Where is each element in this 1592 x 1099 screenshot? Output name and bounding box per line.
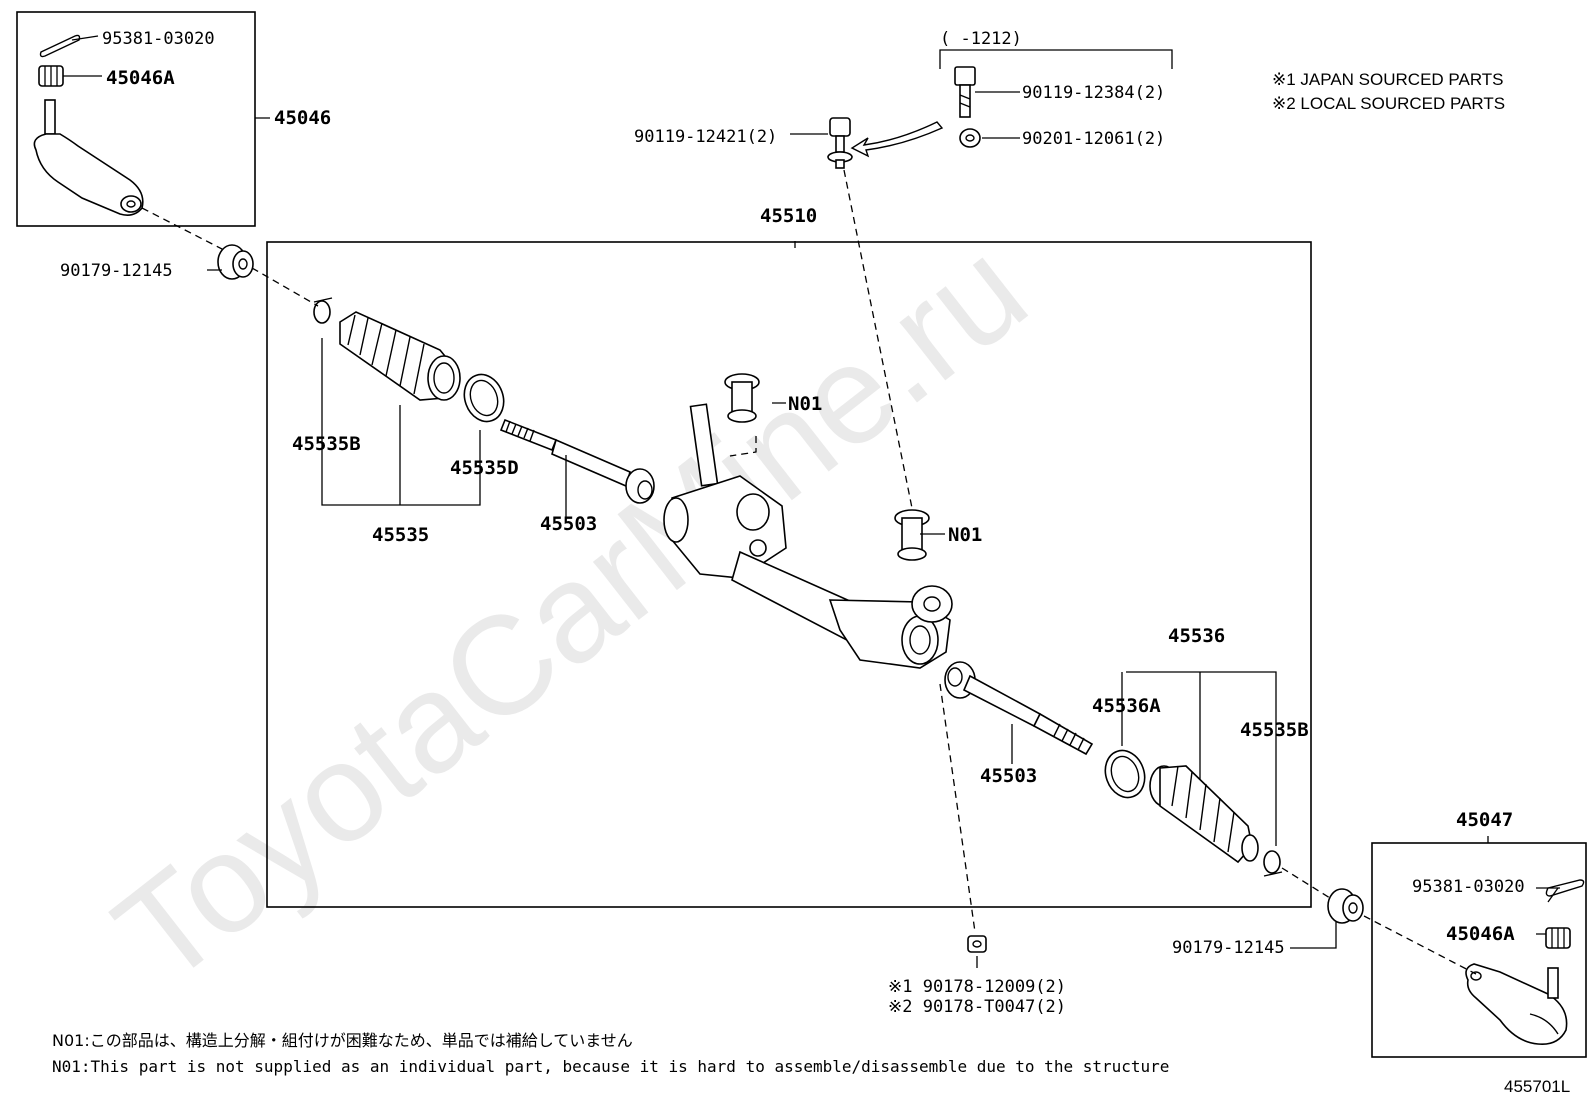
frame-tie-rod-end-left — [16, 11, 256, 227]
boot-left-icon — [339, 311, 461, 401]
label-bushing-left: 90179-12145 — [60, 261, 173, 281]
label-nut-bottom-1: ※1 90178-12009(2) — [888, 977, 1066, 997]
dashed-line-bottom — [939, 683, 976, 933]
label-bushing-right: 90179-12145 — [1172, 938, 1285, 958]
bottom-nut-icon — [967, 935, 987, 953]
boot-clamp-right-icon — [1263, 850, 1283, 877]
rack-end-right-icon — [944, 661, 1094, 756]
castle-nut-right-icon — [1545, 927, 1571, 949]
label-45535b-right: 45535B — [1240, 719, 1309, 741]
leader-lines — [207, 91, 1560, 968]
label-n01-upper: N01 — [788, 393, 822, 415]
label-nut-bottom-2: ※2 90178-T0047(2) — [888, 997, 1066, 1017]
n01-upper-icon — [724, 373, 760, 457]
note-japan-sourced: ※1 JAPAN SOURCED PARTS — [1272, 70, 1504, 89]
cotter-pin-right-icon — [1545, 879, 1585, 903]
label-45046a-right: 45046A — [1446, 923, 1515, 945]
label-45536: 45536 — [1168, 625, 1225, 647]
footer-note-ja: N01:この部品は、構造上分解・組付けが困難なため、単品では補給していません — [52, 1031, 633, 1050]
bracket-bolt-group — [939, 49, 1173, 69]
frame-tie-rod-end-right — [1371, 842, 1587, 1058]
steering-rack-housing-icon — [663, 403, 953, 669]
label-45503-right: 45503 — [980, 765, 1037, 787]
label-bolt: 90119-12384(2) — [1022, 83, 1165, 103]
dashed-line-right — [1281, 867, 1477, 975]
label-45535b-left: 45535B — [292, 433, 361, 455]
label-cotter-pin-left: 95381-03020 — [102, 29, 215, 49]
frame-gear-assembly — [266, 241, 1312, 908]
label-45046a-left: 45046A — [106, 67, 175, 89]
boot-clamp-left-icon — [313, 297, 333, 324]
bolt-mount-icon — [827, 117, 853, 169]
note-local-sourced: ※2 LOCAL SOURCED PARTS — [1272, 94, 1505, 113]
label-45536a: 45536A — [1092, 695, 1161, 717]
tie-rod-end-right-icon — [1465, 963, 1568, 1046]
bolt-icon — [954, 66, 976, 118]
rack-end-left-icon — [499, 418, 655, 504]
dashed-line-bolt — [843, 169, 913, 509]
tie-rod-end-left-icon — [33, 99, 144, 216]
label-nut: 90201-12061(2) — [1022, 129, 1165, 149]
boot-clamp-d-left-icon — [463, 373, 505, 423]
dashed-line-left — [141, 207, 319, 307]
boot-clamp-a-right-icon — [1104, 749, 1146, 799]
label-45503-left: 45503 — [540, 513, 597, 535]
n01-lower-icon — [894, 509, 930, 561]
label-n01-lower: N01 — [948, 524, 982, 546]
label-cotter-pin-right: 95381-03020 — [1412, 877, 1525, 897]
bushing-right-icon — [1327, 888, 1364, 924]
diagram-code: 455701L — [1504, 1077, 1570, 1096]
nut-icon — [959, 128, 981, 148]
arrow-icon — [850, 121, 944, 158]
bushing-left-icon — [217, 244, 254, 280]
label-bolt-mount: 90119-12421(2) — [634, 127, 777, 147]
label-45510: 45510 — [760, 205, 817, 227]
boot-right-icon — [1149, 765, 1259, 864]
label-45046: 45046 — [274, 107, 331, 129]
footer-note-en: N01:This part is not supplied as an indi… — [52, 1057, 1169, 1076]
castle-nut-icon — [38, 65, 102, 87]
cotter-pin-icon — [39, 34, 99, 58]
label-45535: 45535 — [372, 524, 429, 546]
label-bolt-range: ( -1212) — [940, 29, 1022, 49]
label-45047: 45047 — [1456, 809, 1513, 831]
label-45535d: 45535D — [450, 457, 519, 479]
